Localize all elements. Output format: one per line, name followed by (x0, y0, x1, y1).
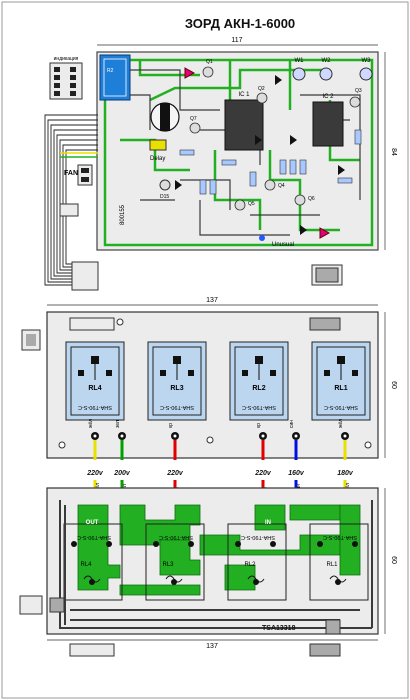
dim-top-width: 117 (231, 37, 242, 44)
q1-label: Q1 (206, 59, 213, 65)
relay-label: RL1 (334, 385, 347, 392)
power-board-number: TSA13318 (262, 625, 296, 632)
relay-part-label: SHA-T90-S-C (242, 404, 276, 410)
wire-voltage: 160v (288, 470, 305, 477)
relay-footprint-rl3: RL3 SHA-T90-S-C (145, 523, 205, 601)
control-board-diodes (175, 75, 345, 235)
q4-label: Q4 (278, 183, 285, 189)
fan-label: FAN (64, 170, 78, 177)
r2-label: R2 (107, 68, 114, 74)
dim-bottom-width: 137 (206, 643, 218, 650)
wire-color-label: жёл (88, 419, 94, 428)
ic2-label: IC 2 (322, 94, 334, 100)
power-board: 137 60 RL4 SHA-T90-S-C RL3 SHA-T90-S-C RL2 SH… (46, 487, 397, 650)
trimmer-w2-label: W2 (322, 58, 332, 64)
relay-part-label: SHA-T90-S-C (324, 404, 358, 410)
power-board-side-connector (19, 595, 43, 615)
control-board-outline (96, 51, 379, 251)
trimmer-w1-label: W1 (295, 58, 305, 64)
trimmer-w3 (359, 67, 373, 81)
relay-label: RL2 (252, 385, 265, 392)
relay-part-label: SHA-T90-S-C (323, 534, 357, 540)
wire-color-label: син (289, 420, 295, 428)
wire-voltage: 220v (86, 470, 104, 477)
dim-bottom-height: 60 (390, 556, 397, 564)
wire-color-label: кр (168, 423, 174, 428)
trimmer-w2 (319, 67, 333, 81)
unusual-label: Unusual (272, 242, 294, 248)
wire-voltage: 180v (337, 470, 354, 477)
relay-label: RL4 (88, 385, 101, 392)
fan-connector: FAN (64, 164, 93, 186)
q7-label: Q7 (190, 116, 197, 122)
relay-label: RL4 (80, 562, 92, 568)
led-red (184, 67, 196, 79)
wire-voltage: 200v (113, 470, 131, 477)
control-board: 117 84 (96, 37, 397, 251)
wire-color-label: зел (115, 420, 121, 428)
relay-footprint-rl1: RL1 SHA-T90-S-C (309, 523, 369, 601)
dim-mid-width: 137 (206, 297, 218, 304)
relay-label: RL2 (244, 562, 256, 568)
unusual-dot (259, 235, 265, 241)
q6-label: Q6 (308, 196, 315, 202)
trimmer-w3-label: W3 (362, 58, 372, 64)
wire-voltage: 220v (166, 470, 184, 477)
relay-part-label: SHA-T90-S-C (159, 534, 193, 540)
ic2-chip (312, 101, 344, 147)
delay-label: Delay (150, 156, 165, 162)
delay-jumper (149, 139, 167, 151)
ic1-label: IC 1 (238, 92, 250, 98)
led-unusual (319, 227, 331, 239)
q2-label: Q2 (258, 86, 265, 92)
d15-component (159, 179, 171, 191)
dim-mid-height: 60 (390, 381, 397, 389)
q5-label: Q5 (248, 201, 255, 207)
relay-label: RL3 (170, 385, 183, 392)
relay-board: 137 60 RL4SHA-T90-S-CRL3SHA-T90-S-CRL2SH… (46, 297, 397, 459)
harness-connector (71, 261, 99, 291)
dim-top-height: 84 (390, 148, 397, 156)
wire-voltage: 220v (254, 470, 272, 477)
d15-label: D15 (160, 194, 169, 200)
in-label: IN (265, 520, 271, 526)
q3-label: Q3 (355, 88, 362, 94)
indication-label: индикация (54, 56, 79, 62)
small-connector (59, 203, 79, 217)
relay-part-label: SHA-T90-S-C (160, 404, 194, 410)
bottom-right-connector (309, 643, 341, 657)
relay-part-label: SHA-T90-S-C (241, 534, 275, 540)
relay-label: RL1 (326, 562, 338, 568)
control-board-number: 800155 (120, 204, 126, 225)
relay-part-label: SHA-T90-S-C (77, 534, 111, 540)
relay-label: RL3 (162, 562, 174, 568)
relay-footprint-rl2: RL2 SHA-T90-S-C (227, 523, 287, 601)
out-label: OUT (86, 520, 99, 526)
control-board-input-block (99, 54, 131, 101)
wire-color-label: кр (256, 423, 262, 428)
relay-part-label: SHA-T90-S-C (78, 404, 112, 410)
control-board-resistors (179, 129, 362, 195)
indication-connector: индикация (49, 56, 83, 100)
power-board-dark-traces (59, 500, 373, 629)
bottom-left-connector (69, 643, 115, 657)
trimmer-w1 (292, 67, 306, 81)
control-board-transistors (189, 66, 361, 211)
diagram-title: ЗОРД АКН-1-6000 (185, 16, 295, 31)
wire-color-label: жёл (338, 419, 344, 428)
